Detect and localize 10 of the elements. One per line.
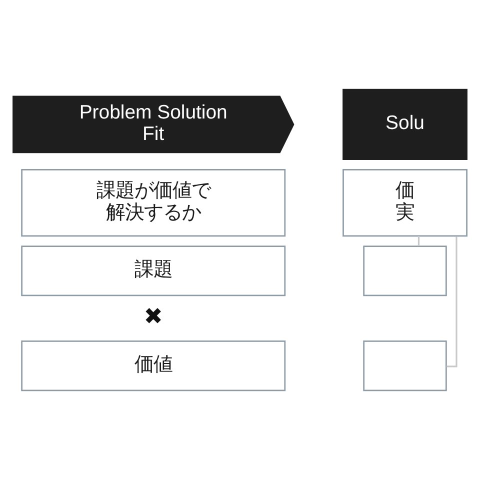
node-box <box>363 246 447 296</box>
node-box: Solu <box>342 88 468 160</box>
node-box: 課題 <box>21 246 286 296</box>
label: ✖ <box>144 304 163 330</box>
node-box <box>363 340 447 392</box>
node-box: 価 実 <box>342 168 468 237</box>
node-box: 課題が価値で解決するか <box>21 168 286 237</box>
node-box: 価値 <box>21 340 286 392</box>
connector <box>446 236 458 368</box>
connector <box>418 236 420 246</box>
